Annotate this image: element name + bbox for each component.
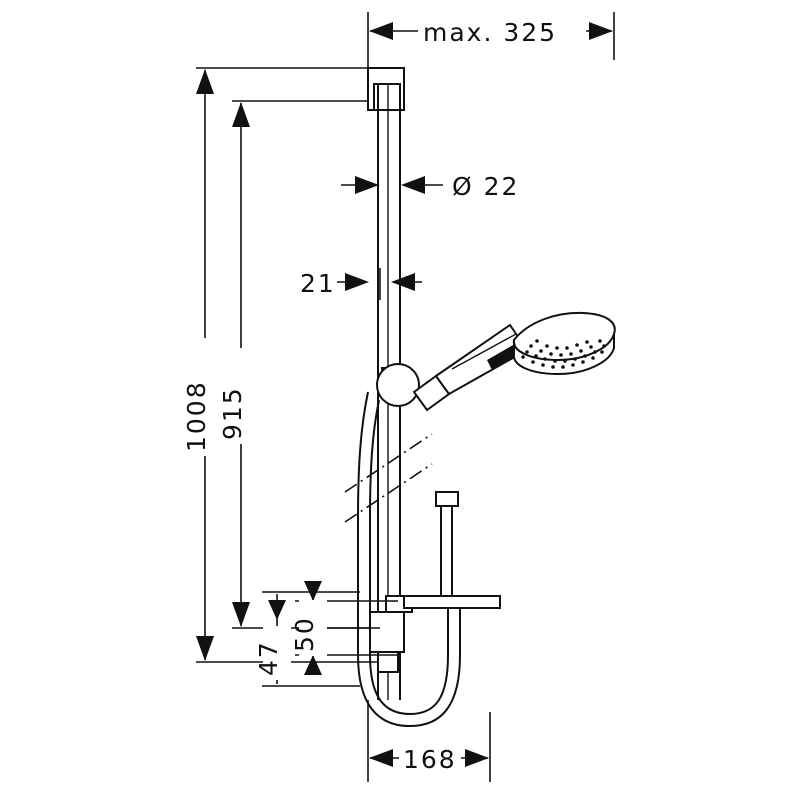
dimension-bracket-height: 50 — [290, 581, 398, 675]
arrow-down-icon — [268, 600, 286, 620]
label-backdrop — [190, 338, 220, 456]
arrow-left-icon — [391, 273, 415, 291]
dimension-wall-offset: 21 — [300, 268, 422, 300]
slider-holder — [376, 363, 420, 407]
arrow-left-icon — [369, 22, 393, 40]
spray-face — [512, 311, 616, 376]
label-backdrop — [418, 16, 586, 46]
slider-ball — [376, 363, 420, 407]
handle-highlight — [451, 333, 517, 370]
dimension-diameter: Ø 22 — [341, 172, 519, 201]
label-backdrop — [263, 626, 291, 680]
bottom-wall-bracket — [369, 595, 413, 673]
dim-label-bottom-horizontal: 168 — [403, 745, 457, 774]
dim-label-overall-height: 1008 — [182, 380, 211, 452]
dim-label-bracket-height: 50 — [290, 616, 319, 652]
hose-connector — [403, 491, 501, 609]
spray-face-rim — [512, 333, 615, 376]
arrow-right-icon — [465, 749, 489, 767]
shower-hose — [357, 391, 461, 728]
top-wall-bracket — [367, 67, 405, 111]
label-backdrop — [226, 348, 256, 444]
arrow-down-icon — [232, 602, 250, 627]
arrow-right-icon — [589, 22, 613, 40]
dimension-top-horizontal: max. 325 — [367, 12, 615, 92]
dim-label-lower-offset: 47 — [254, 640, 283, 676]
arrow-down-icon — [304, 581, 322, 601]
hose-outer — [357, 391, 461, 728]
label-backdrop — [299, 600, 327, 656]
arrow-up-icon — [232, 102, 250, 127]
connector-cap — [435, 491, 459, 507]
dimension-rail-height: 915 — [218, 100, 378, 629]
label-backdrop — [399, 742, 461, 772]
dim-label-wall-offset: 21 — [300, 269, 336, 298]
spray-nozzles — [521, 339, 606, 369]
dim-label-diameter: Ø 22 — [452, 172, 519, 201]
dim-label-rail-height: 915 — [218, 386, 247, 440]
dimension-lower-offset: 47 — [254, 591, 360, 687]
bracket-body — [369, 611, 405, 653]
bracket-collar — [377, 651, 399, 673]
hand-shower — [412, 323, 529, 412]
dim-label-top-horizontal: max. 325 — [423, 18, 557, 47]
connector-riser — [440, 501, 453, 597]
break-lines — [344, 433, 433, 523]
arrow-up-icon — [196, 69, 214, 94]
connector-arm — [403, 595, 501, 609]
dimension-overall-height: 1008 — [182, 67, 380, 663]
arrow-up-icon — [304, 655, 322, 675]
dimension-bottom-horizontal: 168 — [367, 700, 491, 782]
break-line-lower — [344, 463, 433, 523]
arrow-left-icon — [369, 749, 393, 767]
arrow-right-icon — [345, 273, 369, 291]
arrow-right-icon — [355, 176, 379, 194]
arrow-left-icon — [401, 176, 425, 194]
arrow-down-icon — [196, 636, 214, 661]
break-line-upper — [344, 433, 433, 493]
hose-inner — [369, 399, 449, 716]
